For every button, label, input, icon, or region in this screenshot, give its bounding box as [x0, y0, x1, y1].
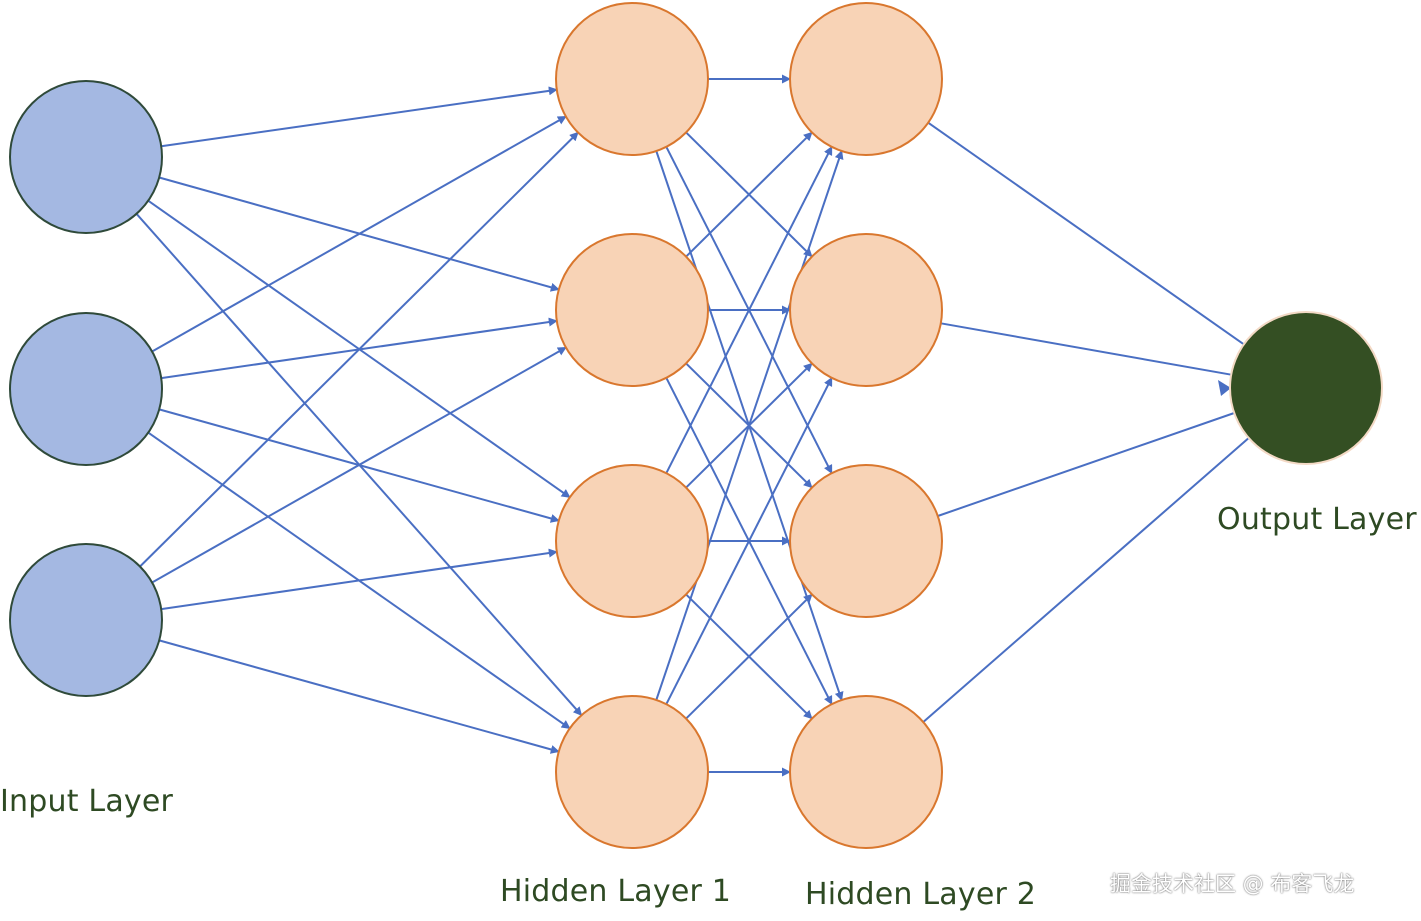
hidden1-neuron-1 — [555, 2, 709, 156]
input-neuron-3 — [9, 543, 163, 697]
connection-hidden2-3-to-output-1 — [937, 412, 1235, 517]
input-layer-label: Input Layer — [0, 784, 174, 819]
hidden2-neuron-3 — [789, 464, 943, 618]
hidden2-neuron-1 — [789, 2, 943, 156]
neurons — [9, 2, 1383, 849]
watermark: 掘金技术社区 @ 布客飞龙 — [1110, 872, 1355, 896]
hidden-layer-2-label: Hidden Layer 2 — [805, 877, 1037, 912]
connection-hidden1-3-to-hidden2-1 — [665, 145, 833, 474]
connection-hidden1-4-to-hidden2-3 — [685, 593, 813, 720]
connection-input-3-to-hidden1-1 — [139, 131, 579, 568]
hidden-layer-1-label: Hidden Layer 1 — [500, 874, 732, 909]
connection-hidden2-1-to-output-1 — [927, 121, 1245, 346]
connection-hidden1-4-to-hidden2-2 — [665, 376, 833, 705]
hidden1-neuron-4 — [555, 695, 709, 849]
hidden2-neuron-2 — [789, 233, 943, 387]
connection-input-2-to-hidden1-1 — [151, 115, 567, 353]
connection-hidden1-2-to-hidden2-1 — [685, 131, 813, 258]
connection-hidden2-4-to-output-1 — [922, 437, 1250, 723]
connection-input-3-to-hidden1-3 — [161, 548, 558, 611]
hidden1-neuron-3 — [555, 464, 709, 618]
hidden2-neuron-4 — [789, 695, 943, 849]
connection-hidden2-2-to-output-1 — [940, 322, 1232, 376]
output-layer-label: Output Layer — [1217, 502, 1417, 537]
connection-hidden1-4-to-hidden2-1 — [655, 150, 844, 701]
connection-input-3-to-hidden1-2 — [151, 346, 567, 584]
input-neuron-1 — [9, 80, 163, 234]
connection-input-3-to-hidden1-4 — [158, 639, 560, 754]
connections — [135, 74, 1250, 777]
input-neuron-2 — [9, 312, 163, 466]
connection-input-1-to-hidden1-1 — [161, 86, 558, 148]
output-arrowhead — [1218, 380, 1231, 396]
hidden1-neuron-2 — [555, 233, 709, 387]
output-neuron-1 — [1229, 311, 1383, 465]
